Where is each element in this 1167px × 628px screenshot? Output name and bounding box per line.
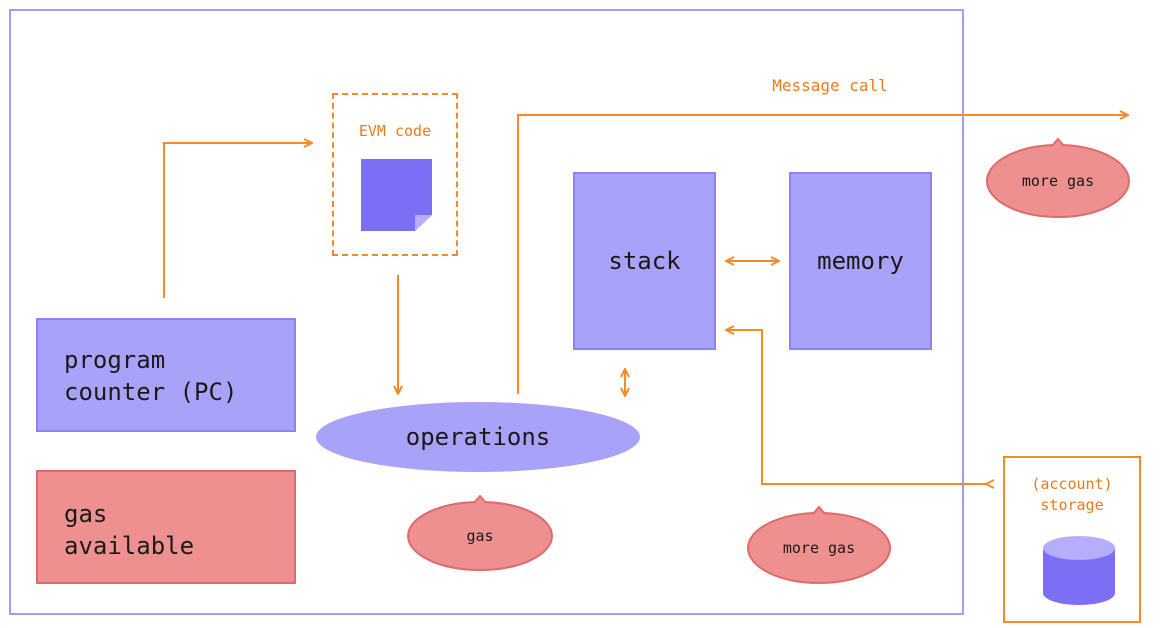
gas-bubble <box>407 494 553 571</box>
storage-box <box>1003 456 1141 623</box>
document-icon <box>361 159 432 231</box>
stack-box: stack <box>573 172 716 350</box>
operations-label: operations <box>405 423 551 451</box>
gas-available-label-line2: available <box>64 532 195 560</box>
more-gas-bottom-label: more gas <box>782 539 856 557</box>
stack-storage-arrow <box>726 330 986 484</box>
evm-frame <box>9 9 964 615</box>
gas-bubble-label: gas <box>466 527 494 545</box>
storage-label-line1: (account) <box>1031 475 1113 493</box>
storage-label-line2: storage <box>1040 496 1104 514</box>
program-counter-label-line1: program <box>64 346 166 374</box>
program-counter-label-line2: counter (PC) <box>64 378 238 406</box>
more-gas-bubble-bottom <box>747 505 891 584</box>
operations-ellipse <box>316 402 640 472</box>
message-call-arrow <box>517 115 1128 394</box>
gas-available-box: gas available <box>36 470 296 584</box>
pc-to-code-arrow <box>163 143 312 298</box>
evm-code-box <box>332 93 458 256</box>
evm-code-label: EVM code <box>358 122 432 140</box>
more-gas-top-label: more gas <box>1021 172 1095 190</box>
memory-box: memory <box>789 172 932 350</box>
database-cylinder-icon <box>1043 536 1115 605</box>
storage-label: (account) storage <box>1003 474 1141 516</box>
program-counter-box: program counter (PC) <box>36 318 296 432</box>
stack-label: stack <box>608 247 681 275</box>
gas-available-label-line1: gas <box>64 500 108 528</box>
memory-label: memory <box>817 247 904 275</box>
more-gas-bubble-top <box>986 137 1130 218</box>
message-call-label: Message call <box>772 76 888 95</box>
